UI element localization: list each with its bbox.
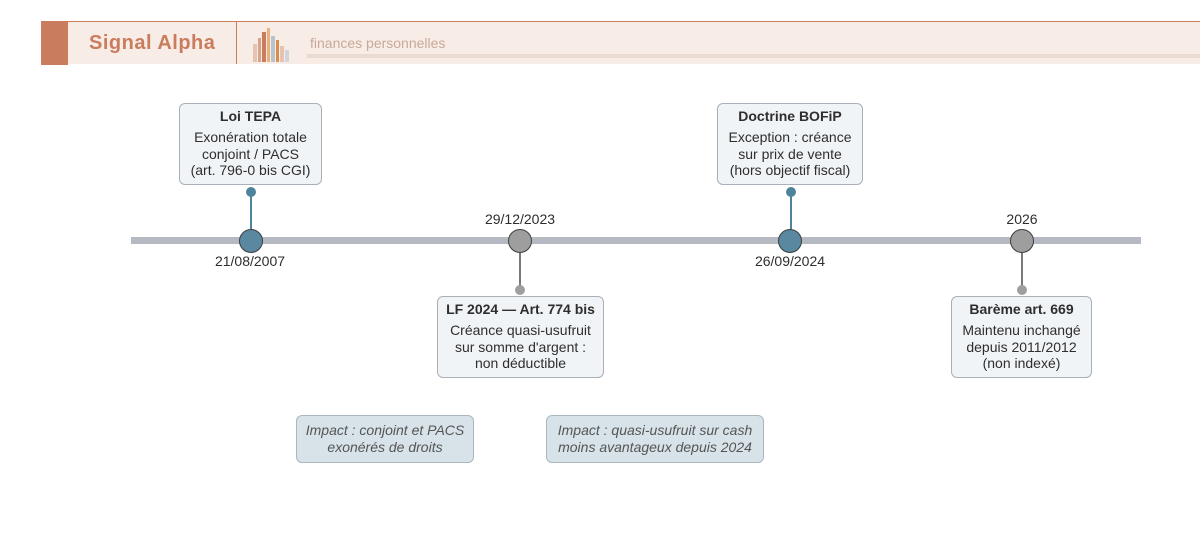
event-date: 2026 [1006,211,1038,227]
timeline-node [239,229,263,253]
tagline-rule [307,54,1200,58]
event-card-bareme-669: Barème art. 669 Maintenu inchangé depuis… [951,296,1092,378]
event-line: sur somme d'argent : [454,338,587,355]
event-line: Exonération totale [194,129,307,145]
event-date: 26/09/2024 [754,253,826,269]
impact-line: Impact : quasi-usufruit sur cash [557,422,753,438]
timeline-node [778,229,802,253]
impact-line: Impact : conjoint et PACS [305,422,465,438]
timeline-node [1010,229,1034,253]
connector-dot [1017,285,1027,295]
event-line: (art. 796-0 bis CGI) [190,162,311,178]
header-accent-bar [41,21,68,65]
connector-dot [515,285,525,295]
event-title: LF 2024 — Art. 774 bis [446,301,595,317]
event-line: Maintenu inchangé [962,322,1081,338]
brand-name: Signal Alpha [89,32,216,54]
impact-note-quasi-usufruit: Impact : quasi-usufruit sur cash moins a… [546,415,764,463]
event-line: (non indexé) [982,355,1061,371]
event-line: Exception : créance [728,129,852,145]
event-card-loi-tepa: Loi TEPA Exonération totale conjoint / P… [179,103,322,185]
header-banner: Signal Alpha finances personnelles [41,21,1200,65]
connector-stem [1021,253,1023,290]
event-title: Doctrine BOFiP [738,108,842,124]
event-line: (hors objectif fiscal) [729,162,851,178]
event-card-doctrine-bofip: Doctrine BOFiP Exception : créance sur p… [717,103,863,185]
impact-line: exonérés de droits [327,438,443,455]
connector-stem [250,192,252,229]
impact-note-conjoint: Impact : conjoint et PACS exonérés de dr… [296,415,474,463]
event-line: non déductible [474,355,567,371]
header-divider [236,22,237,64]
event-line: sur prix de vente [738,145,842,162]
connector-stem [519,253,521,290]
event-card-lf-2024: LF 2024 — Art. 774 bis Créance quasi-usu… [437,296,604,378]
event-title: Barème art. 669 [969,301,1074,317]
event-date: 29/12/2023 [484,211,556,227]
impact-line: moins avantageux depuis 2024 [558,438,752,455]
event-line: depuis 2011/2012 [966,338,1077,355]
event-line: conjoint / PACS [201,145,299,162]
event-line: Créance quasi-usufruit [450,322,591,338]
event-title: Loi TEPA [219,108,282,124]
timeline-axis [131,237,1141,244]
tagline: finances personnelles [310,35,446,51]
event-date: 21/08/2007 [214,253,286,269]
timeline-node [508,229,532,253]
connector-stem [790,192,792,229]
bar-chart-logo-icon [253,28,289,62]
